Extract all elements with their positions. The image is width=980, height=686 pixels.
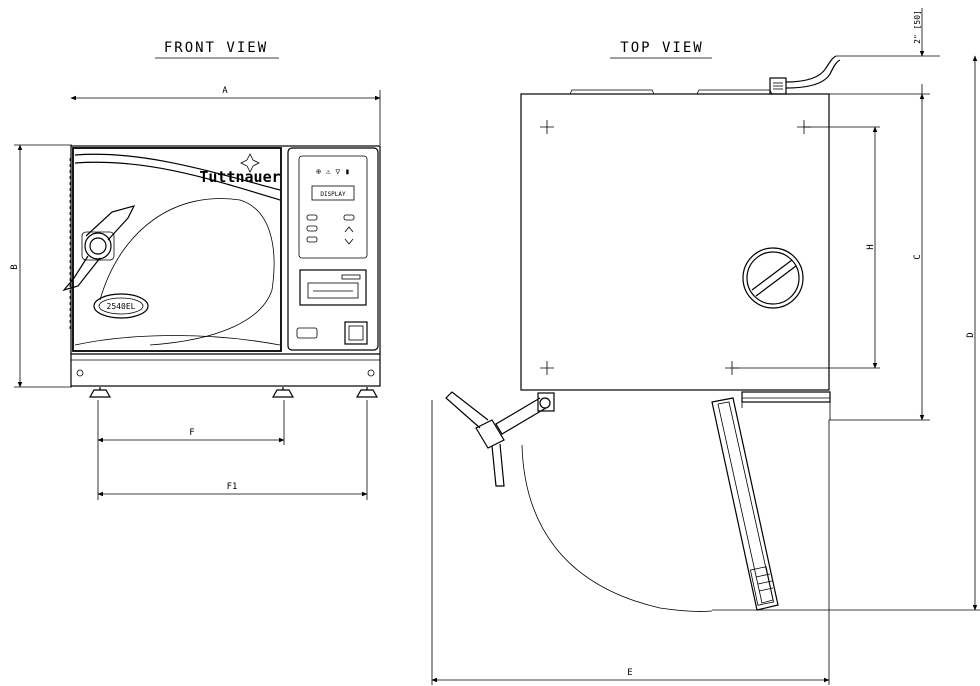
top-knob <box>742 247 804 309</box>
model-badge: 2540EL <box>93 293 149 319</box>
status-icons: ⊕ ⚠ ▽ ▮ <box>316 167 350 176</box>
dimension-b-label: B <box>10 264 20 269</box>
power-switch <box>344 321 368 345</box>
dimension-f1: F1 <box>97 400 368 500</box>
control-panel: ⊕ ⚠ ▽ ▮ DISPLAY <box>287 147 379 351</box>
arrow-up-icon <box>344 226 354 233</box>
dimension-e: E <box>431 400 830 685</box>
dimension-c: C <box>829 93 930 421</box>
open-door-top <box>711 397 779 611</box>
serial-port <box>296 327 318 339</box>
arrow-down-icon <box>344 238 354 245</box>
handle-top <box>445 391 555 487</box>
base-screw-left <box>76 369 84 377</box>
display-window <box>311 185 355 201</box>
button-left-3 <box>306 236 318 243</box>
dimension-clearance: 2" [50] <box>836 8 940 94</box>
dimension-a: A <box>70 86 381 145</box>
printer <box>299 269 367 306</box>
base-screw-right <box>367 369 375 377</box>
power-cord <box>769 55 841 95</box>
dimension-h: H <box>732 126 880 369</box>
top-view-title: TOP VIEW <box>620 40 703 56</box>
front-view: FRONT VIEW A B <box>10 40 381 500</box>
dimension-clearance-label: 2" [50] <box>913 10 922 44</box>
button-left-1 <box>306 214 318 221</box>
autoclave-body-top <box>520 93 830 391</box>
dimension-f1-label: F1 <box>227 482 238 492</box>
dimension-f: F <box>97 400 285 500</box>
door-handle <box>62 205 136 292</box>
dimension-h-label: H <box>866 244 876 249</box>
front-door <box>69 147 282 352</box>
top-view: TOP VIEW <box>431 8 980 685</box>
dimension-e-label: E <box>627 668 632 678</box>
dimension-d-label: D <box>966 332 976 337</box>
top-plate-left <box>569 89 655 95</box>
brand-logo: Tuttnauer <box>199 153 281 186</box>
brand-star-icon <box>240 153 260 173</box>
button-right-1 <box>343 214 355 221</box>
display-label: DISPLAY <box>320 191 346 198</box>
brand-logo-text: Tuttnauer <box>199 168 280 186</box>
door-swing-arc <box>521 444 713 612</box>
feet <box>88 387 379 398</box>
button-left-2 <box>306 225 318 232</box>
dimension-b: B <box>10 144 72 388</box>
dimension-a-label: A <box>222 86 228 96</box>
autoclave-body-front <box>70 145 381 387</box>
plus-marks <box>540 120 811 375</box>
dimension-f-label: F <box>189 428 194 438</box>
front-view-title: FRONT VIEW <box>164 40 268 56</box>
front-rail <box>741 391 831 420</box>
dimension-d: D <box>712 55 980 611</box>
model-badge-text: 2540EL <box>107 302 136 311</box>
top-plate-right <box>696 89 773 95</box>
dimension-c-label: C <box>913 254 923 259</box>
